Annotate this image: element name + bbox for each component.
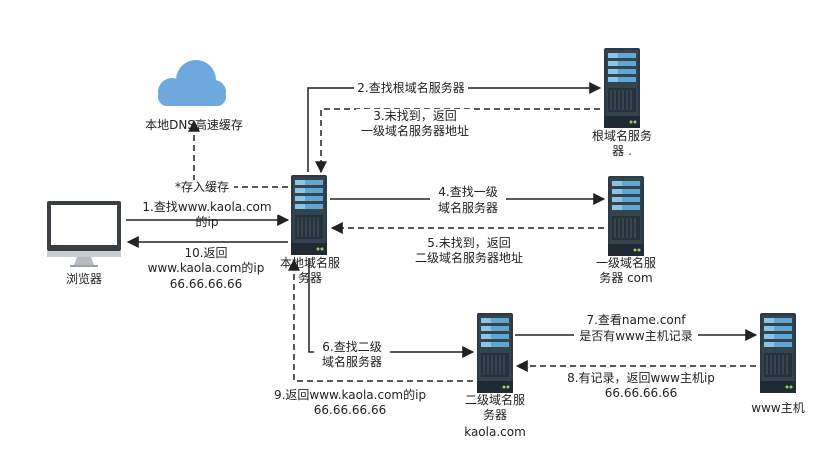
arrow-step2 (307, 82, 602, 172)
local-dns-label-1: 本地域名服 (279, 256, 340, 270)
local-dns-label-2: 务器 (297, 271, 322, 285)
tld-label-2: 务器 com (599, 271, 653, 285)
step3-label-2: 一级域名服务器地址 (360, 124, 469, 138)
sld-label-2: 务器 (482, 408, 507, 422)
step8-label-1: 8.有记录，返回www主机ip (560, 371, 722, 386)
www-host-icon (759, 312, 797, 394)
tld-server-icon (607, 175, 645, 257)
browser-label: 浏览器 (65, 272, 102, 286)
cloud-icon (158, 60, 226, 106)
step10-label-1: 10.返回 (144, 246, 268, 261)
root-server-icon (603, 47, 641, 129)
step5-label-2: 二级域名服务器地址 (414, 251, 523, 265)
step10-label-2: www.kaola.com的ip (147, 261, 265, 275)
step9-label-2: 66.66.66.66 (313, 403, 387, 417)
local-dns-server-icon (290, 174, 328, 256)
step1-label-1: 1.查找www.kaola.com (136, 200, 278, 215)
arrow-step3 (315, 108, 600, 174)
step3-label-1: 3.未找到，返回 (356, 109, 474, 124)
sld-server-icon (476, 312, 514, 394)
root-label-2: 器 . (612, 144, 632, 158)
step10-label-3: 66.66.66.66 (169, 277, 243, 291)
sld-label-1: 二级域名服 (464, 393, 525, 407)
arrow-step6 (308, 258, 475, 358)
step7-label-2: 是否有www主机记录 (574, 329, 698, 344)
step2-label: 2.查找根域名服务器 (354, 81, 468, 96)
monitor-icon (47, 201, 121, 267)
step5-label-1: 5.未找到，返回 (404, 236, 534, 251)
sld-label-3: kaola.com (464, 425, 526, 439)
step6-label-2: 域名服务器 (321, 355, 382, 369)
step8-label-2: 66.66.66.66 (604, 386, 678, 400)
cache-label: 本地DNS高速缓存 (145, 118, 243, 132)
tld-label-1: 一级域名服 (595, 256, 656, 270)
step4-label-1: 4.查找一级 (430, 185, 506, 200)
host-label: www主机 (751, 401, 805, 415)
step1-label-2: 的ip (195, 215, 219, 229)
step9-label-1: 9.返回www.kaola.com的ip (270, 388, 430, 403)
store-cache-label: *存入缓存 (170, 180, 234, 195)
step7-label-1: 7.查看name.conf (574, 313, 698, 328)
step4-label-2: 域名服务器 (437, 201, 498, 215)
step6-label-1: 6.查找二级 (314, 340, 390, 355)
root-label-1: 根域名服务 (591, 129, 652, 143)
